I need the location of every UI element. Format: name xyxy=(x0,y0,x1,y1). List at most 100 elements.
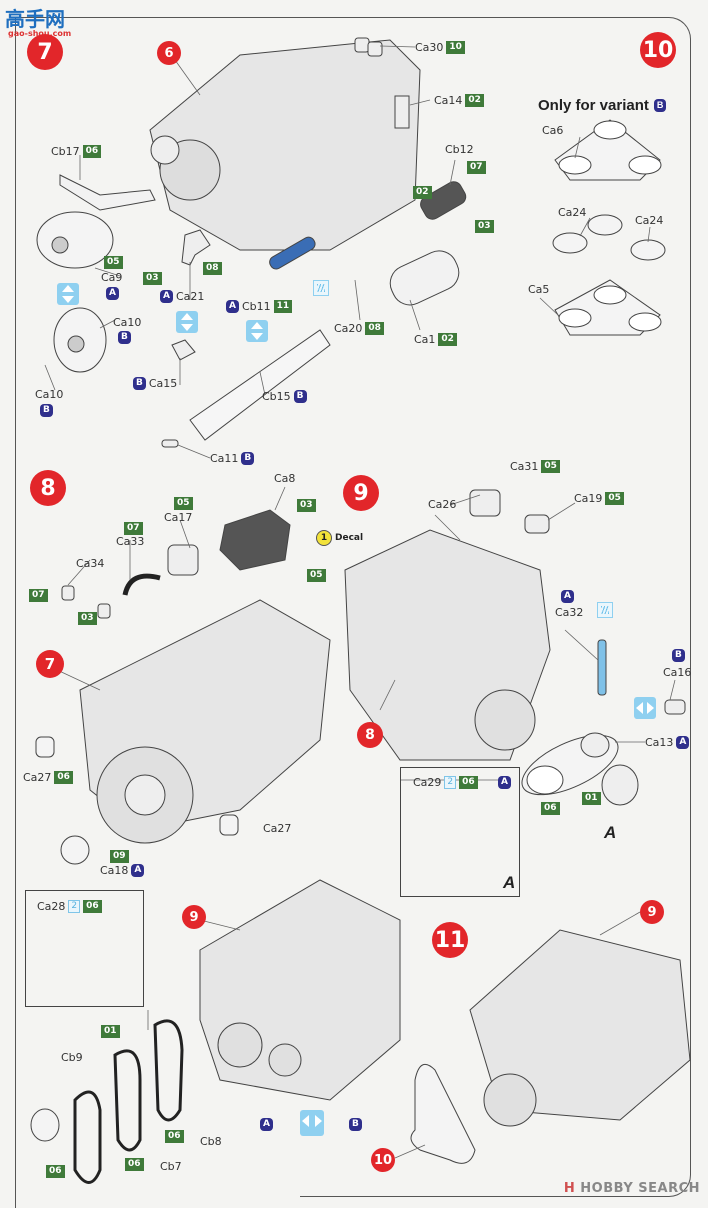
paint-code: 10 xyxy=(446,41,465,54)
paint-code: 02 xyxy=(438,333,457,346)
paint-code: 06 xyxy=(459,776,478,789)
label-code-06-b: 06 xyxy=(125,1158,144,1171)
variant-note-text: Only for variant xyxy=(538,97,649,114)
part-name: Ca31 xyxy=(510,460,539,473)
paint-code: 06 xyxy=(46,1165,65,1178)
part-name: Ca1 xyxy=(414,333,436,346)
part-name: Ca10 xyxy=(35,388,64,401)
part-name: Ca34 xyxy=(76,557,105,570)
flip-icon xyxy=(57,283,79,305)
step-number-9: 9 xyxy=(343,475,379,511)
part-name: Ca26 xyxy=(428,498,457,511)
part-name: Cb8 xyxy=(200,1135,222,1148)
label-ca34: Ca34 xyxy=(76,557,104,570)
paint-code: 06 xyxy=(83,900,102,913)
variant-badge: B xyxy=(653,99,667,112)
variant-badge: A xyxy=(131,864,145,877)
variant-badge: B xyxy=(40,404,53,417)
label-ca10-clip: Ca10 xyxy=(35,388,63,401)
label-cb12: Cb12 xyxy=(445,143,474,156)
label-ca16-variant: B xyxy=(672,649,685,662)
ref-step-9: 9 xyxy=(182,905,206,929)
part-name: Ca29 xyxy=(413,776,442,789)
paint-code: 05 xyxy=(307,569,326,582)
variant-badge: B xyxy=(118,331,131,344)
paint-code: 07 xyxy=(467,161,486,174)
label-ca16: Ca16 xyxy=(663,666,691,679)
part-name: Cb12 xyxy=(445,143,474,156)
label-ca9-variant: A xyxy=(106,287,119,300)
ref-step-9-step11: 9 xyxy=(640,900,664,924)
paint-code: 06 xyxy=(541,802,560,815)
paint-code: 06 xyxy=(54,771,73,784)
decal-number: 1 xyxy=(316,530,332,546)
pulley-step9 xyxy=(474,689,536,751)
label-ca5: Ca5 xyxy=(528,283,550,296)
label-code-06-c: 06 xyxy=(46,1165,65,1178)
part-name: Ca28 xyxy=(37,900,66,913)
label-ca27-right: Ca27 xyxy=(263,822,291,835)
part-name: Ca11 xyxy=(210,452,239,465)
engine-block-step7 xyxy=(149,39,421,251)
decal-label: Decal xyxy=(335,533,364,543)
engine-block-step-cb xyxy=(199,879,401,1101)
label-cb12-code-c: 03 xyxy=(475,220,494,233)
paint-code: 03 xyxy=(143,272,162,285)
paint-code: 03 xyxy=(475,220,494,233)
variant-swap-left: A xyxy=(260,1118,273,1131)
site-logo: 高手网 xyxy=(5,7,65,31)
belt-cb8 xyxy=(153,1019,184,1122)
part-cb12 xyxy=(420,181,467,220)
label-ca13-code-06: 06 xyxy=(541,802,560,815)
variant-badge: B xyxy=(241,452,255,465)
label-ca32: Ca32 xyxy=(555,606,583,619)
paint-code: 05 xyxy=(104,256,123,269)
paint-code: 03 xyxy=(297,499,316,512)
part-name: Ca8 xyxy=(274,472,296,485)
paint-code: 06 xyxy=(165,1130,184,1143)
belt-cb9 xyxy=(73,1090,102,1184)
label-ca34-code-b: 03 xyxy=(78,612,97,625)
quantity-badge: 2 xyxy=(68,900,81,913)
step-number-8: 8 xyxy=(30,470,66,506)
variant-badge: B xyxy=(349,1118,362,1131)
label-cb7: Cb7 xyxy=(160,1160,182,1173)
label-ca17-code: 05 xyxy=(174,497,193,510)
washer-ca24 xyxy=(552,232,588,254)
label-ca10-disk-variant: B xyxy=(118,331,131,344)
paint-code: 07 xyxy=(29,589,48,602)
label-ca21-code-b: 08 xyxy=(203,262,222,275)
label-code-06-a: 06 xyxy=(165,1130,184,1143)
part-name: Ca19 xyxy=(574,492,603,505)
paint-code: 03 xyxy=(78,612,97,625)
label-ca8-code-b: 05 xyxy=(307,569,326,582)
label-ca26: Ca26 xyxy=(428,498,456,511)
label-ca33-code: 07 xyxy=(124,522,143,535)
paint-code: 08 xyxy=(365,322,384,335)
step-number-11: 11 xyxy=(432,922,468,958)
page-frame-right xyxy=(300,17,691,1197)
variant-note-title: Only for variant B xyxy=(538,97,667,114)
part-name: Ca13 xyxy=(645,736,674,749)
part-name: Ca27 xyxy=(263,822,292,835)
label-cb8: Cb8 xyxy=(200,1135,222,1148)
variant-badge: A xyxy=(226,300,239,313)
part-cb11 xyxy=(269,236,316,270)
part-name: Ca9 xyxy=(101,271,123,284)
label-ca32-variant: A xyxy=(561,590,574,603)
part-name: Ca10 xyxy=(113,316,142,329)
belt-cb7 xyxy=(113,1049,142,1152)
paint-code: 09 xyxy=(110,850,129,863)
part-name: Cb11 xyxy=(241,300,271,313)
label-ca18-code: 09 xyxy=(110,850,129,863)
